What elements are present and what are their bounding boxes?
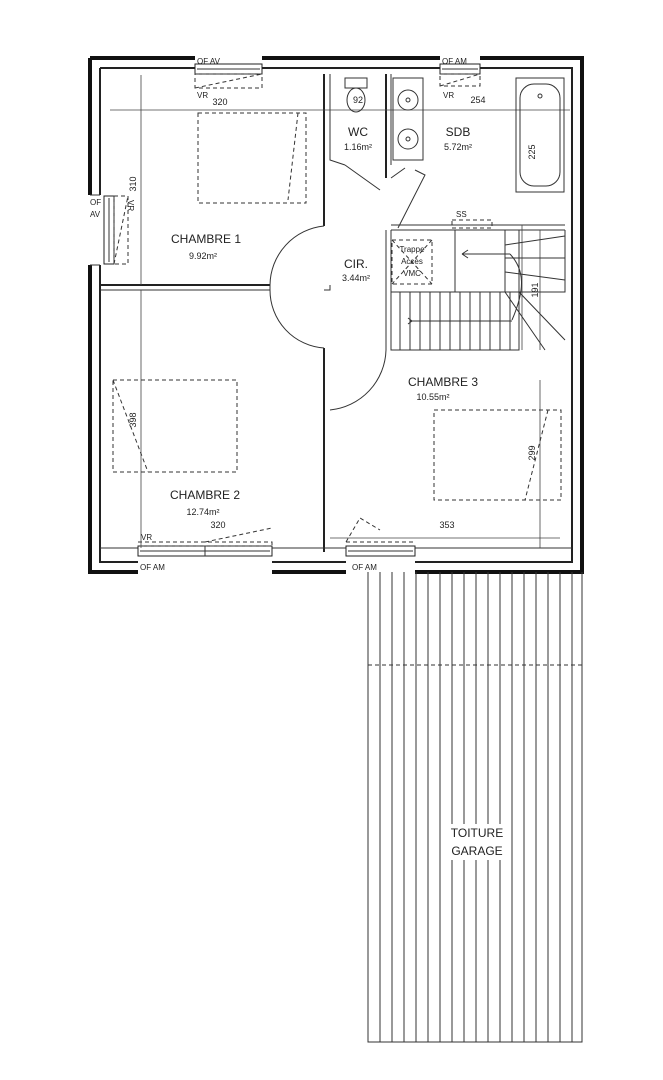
wc-name: WC bbox=[348, 125, 368, 139]
chambre2-area: 12.74m² bbox=[186, 507, 219, 517]
dim-ch1-depth: 310 bbox=[128, 176, 138, 191]
tag-vr-top-left: VR bbox=[197, 91, 208, 100]
dim-ch2-width: 320 bbox=[210, 520, 225, 530]
tag-of-left-2: AV bbox=[90, 210, 101, 219]
sdb-fixtures bbox=[392, 77, 565, 193]
trappe-line-3: VMC bbox=[403, 269, 421, 278]
tag-vr-bottom: VR bbox=[141, 533, 152, 542]
wc-area: 1.16m² bbox=[344, 142, 372, 152]
trappe-line-1: Trappe bbox=[399, 245, 425, 254]
tag-vr-left: VR bbox=[126, 200, 135, 211]
door-swings bbox=[269, 164, 426, 411]
tag-vr-top-right: VR bbox=[443, 91, 454, 100]
shutter-boxes bbox=[113, 73, 481, 547]
garage-roof bbox=[367, 572, 583, 1043]
dim-sdb-width: 254 bbox=[470, 95, 485, 105]
cir-name: CIR. bbox=[344, 257, 368, 271]
sdb-name: SDB bbox=[446, 125, 471, 139]
trappe-box bbox=[391, 239, 433, 285]
tag-of-left-1: OF bbox=[90, 198, 101, 207]
cir-area: 3.44m² bbox=[342, 273, 370, 283]
tag-of-av-top: OF AV bbox=[197, 57, 221, 66]
roof-label-bg bbox=[443, 824, 511, 860]
tag-of-am-top: OF AM bbox=[442, 57, 467, 66]
beds bbox=[112, 112, 562, 501]
roof-label-2: GARAGE bbox=[451, 844, 502, 858]
dimension-lines bbox=[110, 75, 570, 548]
dim-bath-length: 225 bbox=[527, 144, 537, 159]
tag-of-am-bottom-left: OF AM bbox=[140, 563, 165, 572]
interior-walls bbox=[100, 74, 572, 552]
wc-fixture bbox=[344, 77, 368, 113]
trappe-line-2: Accès bbox=[401, 257, 423, 266]
tag-of-am-bottom-right: OF AM bbox=[352, 563, 377, 572]
dim-ch2-depth: 398 bbox=[128, 412, 138, 427]
chambre3-area: 10.55m² bbox=[416, 392, 449, 402]
dim-stair-width: 191 bbox=[530, 282, 540, 297]
ss-box bbox=[451, 219, 493, 229]
windows bbox=[103, 63, 481, 557]
exterior-walls bbox=[88, 56, 584, 574]
roof-label-1: TOITURE bbox=[451, 826, 503, 840]
sdb-area: 5.72m² bbox=[444, 142, 472, 152]
chambre1-name: CHAMBRE 1 bbox=[171, 232, 241, 246]
chambre3-name: CHAMBRE 3 bbox=[408, 375, 478, 389]
dim-wc-width: 92 bbox=[353, 95, 363, 105]
chambre1-area: 9.92m² bbox=[189, 251, 217, 261]
staircase bbox=[390, 230, 566, 351]
dim-ch3-depth: 299 bbox=[527, 445, 537, 460]
chambre2-name: CHAMBRE 2 bbox=[170, 488, 240, 502]
dim-ch1-width: 320 bbox=[212, 97, 227, 107]
tag-ss: SS bbox=[456, 210, 467, 219]
dim-ch3-width: 353 bbox=[439, 520, 454, 530]
